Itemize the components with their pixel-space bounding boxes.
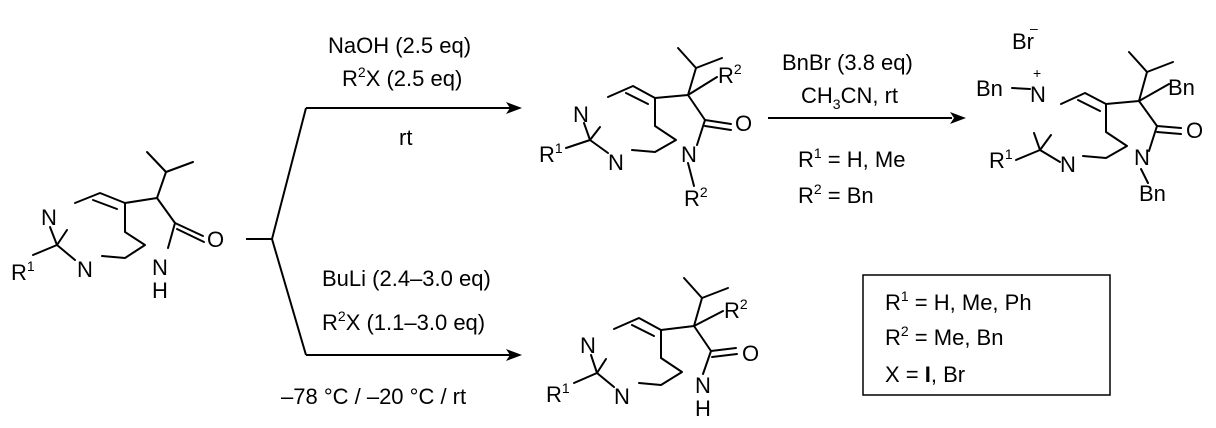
- r1-substituent-label: R1: [11, 258, 35, 285]
- n-benzyl-label: Bn: [976, 76, 1003, 101]
- lower-reaction-arrow: BuLi (2.4–3.0 eq) R2X (1.1–3.0 eq) –78 °…: [281, 266, 522, 409]
- starting-material-bonds: [32, 151, 205, 261]
- pyrimidine-nitrogen-top: N: [41, 205, 57, 230]
- starting-material-labels: N N R1 N H O: [11, 205, 224, 303]
- carbonyl-oxygen: O: [1186, 118, 1203, 143]
- pyrimidine-nitrogen-bottom: N: [1060, 152, 1076, 177]
- buli-reagent: BuLi (2.4–3.0 eq): [322, 266, 491, 291]
- r1-substituent-label: R1: [989, 146, 1013, 173]
- carbonyl-oxygen: O: [735, 111, 752, 136]
- pyrimidine-nitrogen-bottom: N: [77, 257, 93, 282]
- pyrimidinium-nitrogen: N: [1030, 82, 1046, 107]
- upper-temperature: rt: [399, 125, 412, 150]
- upper-product-labels: N N R1 N O R2 R2: [539, 61, 752, 211]
- pyrimidinium-labels: Br– N + Bn N R1 N O Bn Bn: [976, 20, 1203, 206]
- bnbr-reagent: BnBr (3.8 eq): [782, 50, 913, 75]
- pyrimidine-nitrogen-bottom: N: [608, 150, 624, 175]
- lower-product-bonds: [573, 277, 738, 388]
- lower-temperatures: –78 °C / –20 °C / rt: [281, 384, 466, 409]
- substituent-legend-box: R1 = H, Me, Ph R2 = Me, Bn X = I, Br: [862, 274, 1111, 396]
- pyrimidine-nitrogen-bottom: N: [614, 384, 630, 409]
- carbonyl-oxygen: O: [742, 341, 759, 366]
- naoh-reagent: NaOH (2.5 eq): [328, 33, 471, 58]
- upper-product-bonds: [565, 47, 732, 187]
- bromide-counterion: Br–: [1012, 20, 1038, 54]
- pyrimidine-nitrogen-top: N: [573, 102, 589, 127]
- upper-reaction-arrow: NaOH (2.5 eq) R2X (2.5 eq) rt: [306, 33, 522, 150]
- quaternary-benzyl-label: Bn: [1168, 75, 1195, 100]
- lactam-benzyl-label: Bn: [1139, 181, 1166, 206]
- r2x-reagent-lower: R2X (1.1–3.0 eq): [322, 308, 485, 335]
- legend-r1-values: R1 = H, Me, Ph: [885, 288, 1032, 315]
- lactam-nitrogen: N: [152, 255, 168, 280]
- pyrimidinium-salt-product: Br– N + Bn N R1 N O Bn Bn: [976, 20, 1203, 206]
- r2-quaternary-label: R2: [724, 296, 748, 323]
- lactam-hydrogen: H: [152, 278, 168, 303]
- lactam-nitrogen: N: [681, 142, 697, 167]
- r2-nitrogen-label: R2: [684, 184, 708, 211]
- r2-quaternary-label: R2: [718, 61, 742, 88]
- positive-charge: +: [1033, 65, 1041, 81]
- upper-product: N N R1 N O R2 R2: [539, 47, 752, 211]
- r1-condition: R1 = H, Me: [798, 145, 905, 172]
- lower-product: N N R1 N H O R2: [546, 277, 759, 421]
- lower-product-labels: N N R1 N H O R2: [546, 296, 759, 421]
- carbonyl-oxygen: O: [207, 227, 224, 252]
- lactam-hydrogen: H: [695, 396, 711, 421]
- lactam-nitrogen: N: [1134, 145, 1150, 170]
- legend-x-values: X = I, Br: [885, 362, 965, 387]
- lactam-nitrogen: N: [695, 373, 711, 398]
- legend-r2-values: R2 = Me, Bn: [885, 323, 1003, 350]
- r1-substituent-label: R1: [546, 380, 570, 407]
- r2-condition: R2 = Bn: [798, 181, 874, 208]
- pyrimidinium-bonds: [1011, 51, 1182, 184]
- branch-lines: [246, 107, 307, 356]
- r1-substituent-label: R1: [539, 140, 563, 167]
- starting-material: N N R1 N H O: [11, 151, 224, 303]
- pyrimidine-nitrogen-top: N: [580, 333, 596, 358]
- r2x-reagent-upper: R2X (2.5 eq): [342, 64, 462, 91]
- solvent-conditions: CH3CN, rt: [801, 83, 898, 112]
- benzylation-reaction-arrow: BnBr (3.8 eq) CH3CN, rt R1 = H, Me R2 = …: [768, 50, 966, 208]
